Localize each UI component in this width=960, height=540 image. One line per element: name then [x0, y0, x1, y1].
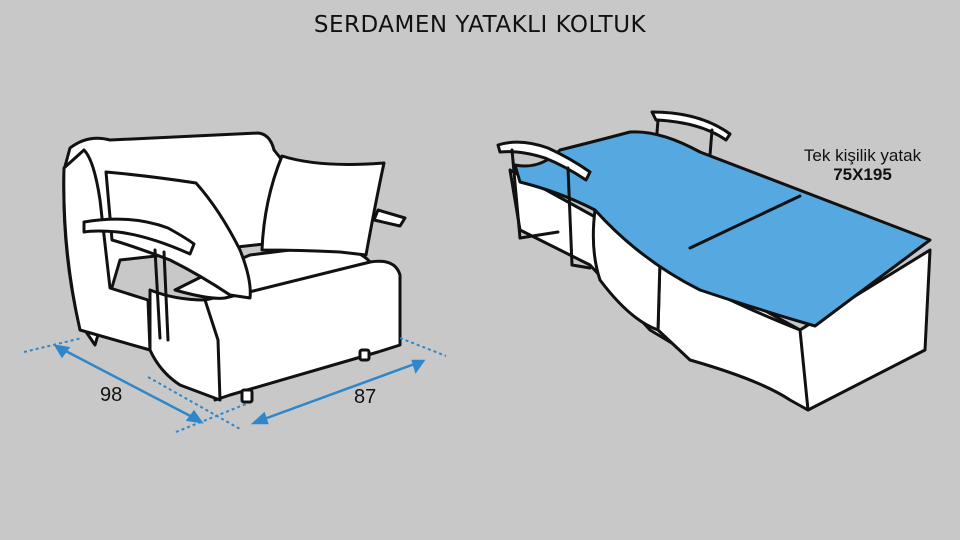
bed-size-caption: Tek kişilik yatak 75X195 — [790, 146, 935, 184]
dimension-width-label: 98 — [100, 384, 123, 406]
page-title: SERDAMEN YATAKLI KOLTUK — [313, 12, 647, 38]
bed-size-value: 75X195 — [833, 165, 892, 184]
bed-drawing — [496, 110, 932, 412]
armchair-drawing — [62, 131, 407, 404]
dimension-depth-label: 87 — [354, 386, 377, 408]
bed-type-label: Tek kişilik yatak — [803, 146, 922, 165]
armchair-dimension-lines — [23, 337, 447, 433]
